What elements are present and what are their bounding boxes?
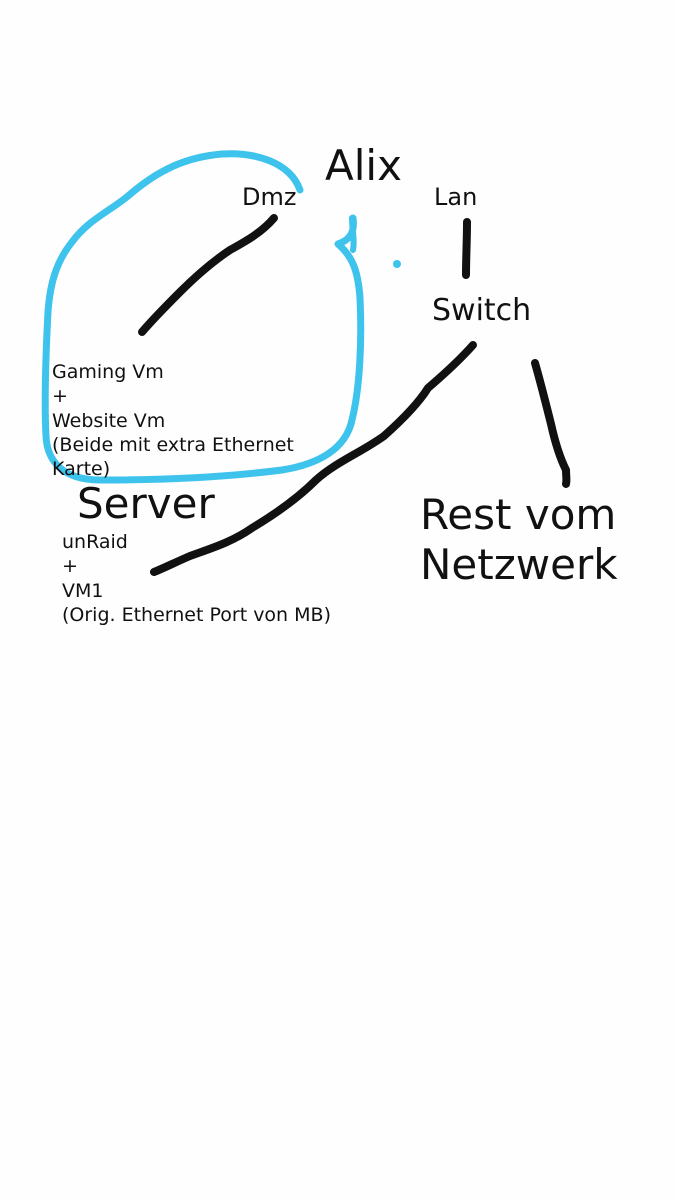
gaming-note-line: (Beide mit extra Ethernet (52, 433, 294, 456)
dmz-to-gaming-line (138, 214, 278, 336)
switch-to-network-line (531, 359, 571, 488)
lan-to-switch-line (462, 218, 471, 279)
rest-label-line: Rest vom (420, 490, 617, 539)
dmz-label: Dmz (242, 183, 297, 211)
server-note-line: VM1 (62, 579, 104, 602)
server-note: unRaid + VM1 (Orig. Ethernet Port von MB… (62, 530, 331, 627)
server-note-line: + (62, 555, 78, 578)
alix-label: Alix (325, 141, 402, 190)
server-label: Server (77, 479, 215, 528)
rest-label-line: Netzwerk (420, 540, 618, 590)
server-note-line: (Orig. Ethernet Port von MB) (62, 603, 331, 626)
blue-dot (393, 260, 401, 268)
gaming-note-line: Gaming Vm (52, 361, 164, 383)
gaming-note-line: Karte) (52, 458, 111, 481)
switch-label: Switch (432, 293, 532, 328)
dmz-arrow-tip (349, 215, 357, 253)
dmz-circle-stroke (41, 150, 365, 484)
gaming-vm-note: Gaming Vm + Website Vm (Beide mit extra … (52, 360, 294, 482)
lan-label: Lan (434, 183, 478, 211)
server-note-line: unRaid (62, 531, 128, 553)
gaming-note-line: Website Vm (52, 409, 166, 432)
switch-to-server-line (150, 341, 477, 576)
gaming-note-line: + (52, 385, 68, 408)
rest-of-network-label: Rest vom Netzwerk (420, 490, 618, 591)
